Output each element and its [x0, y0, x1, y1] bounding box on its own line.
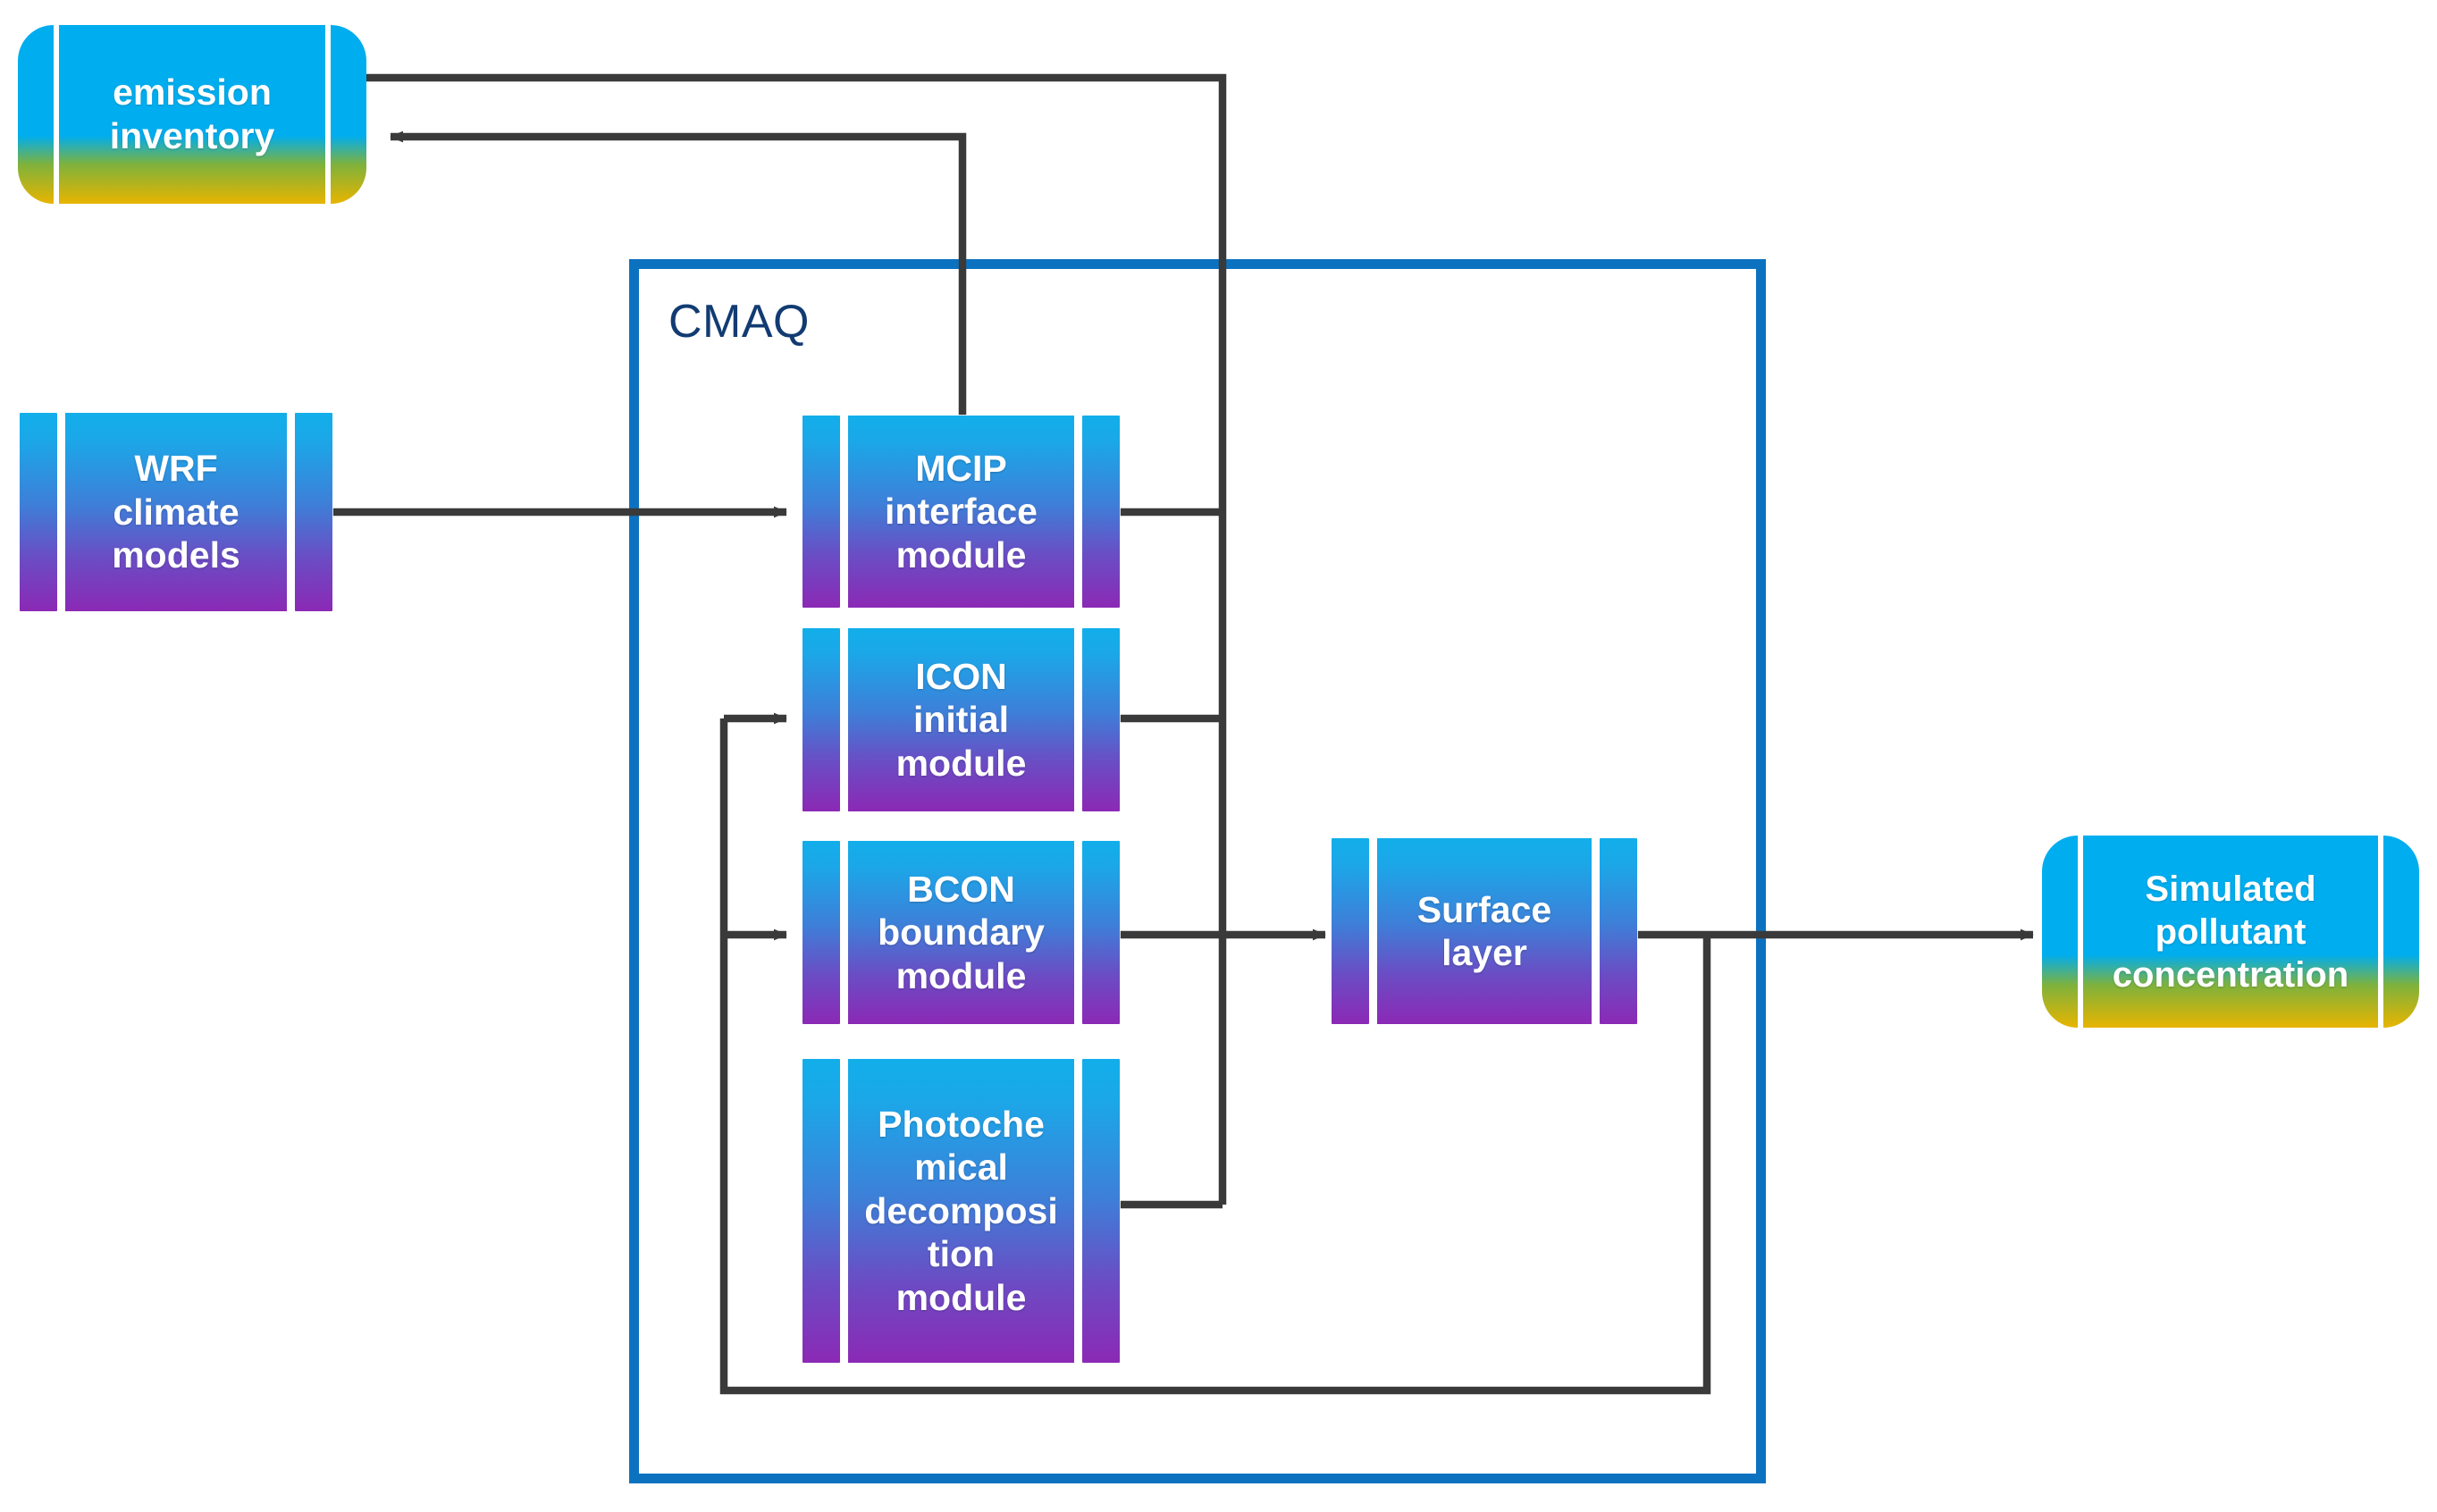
node-label-line: inventory	[109, 115, 275, 156]
module-gap-right	[1074, 628, 1082, 811]
node-label-line: climate	[113, 491, 239, 533]
module-bar-left	[20, 413, 57, 611]
cmaq-container-label: CMAQ	[668, 296, 810, 348]
node-photochemical-decomposition-module[interactable]: Photoche mical decomposi tion module	[803, 1059, 1120, 1363]
node-emission-inventory[interactable]: emission inventory	[18, 25, 366, 204]
module-bar-right	[1600, 838, 1637, 1024]
module-bar-right	[1082, 1059, 1120, 1363]
module-gap-right	[1074, 841, 1082, 1024]
module-bar-left	[1332, 838, 1369, 1024]
node-icon-initial-module-label: ICON initial module	[848, 628, 1074, 811]
node-label-line: mical	[914, 1147, 1008, 1189]
node-bcon-boundary-module-label: BCON boundary module	[848, 841, 1074, 1024]
node-label-line: tion	[927, 1233, 996, 1275]
node-label-line: module	[895, 533, 1027, 575]
module-gap-right	[287, 413, 295, 611]
node-simulated-pollutant-concentration-label: Simulated pollutant concentration	[2083, 836, 2378, 1028]
module-gap-left	[840, 628, 848, 811]
node-label-line: module	[895, 742, 1027, 784]
module-gap-left	[1369, 838, 1377, 1024]
module-bar-left	[803, 1059, 840, 1363]
node-icon-initial-module[interactable]: ICON initial module	[803, 628, 1120, 811]
node-label-line: WRF	[134, 448, 218, 490]
node-surface-layer-label: Surface layer	[1377, 838, 1592, 1024]
module-gap-right	[1074, 416, 1082, 608]
node-label-line: concentration	[2112, 954, 2349, 995]
cylinder-gap-left	[2078, 836, 2083, 1028]
node-label-line: layer	[1441, 932, 1527, 973]
node-label-line: boundary	[878, 911, 1045, 953]
node-mcip-interface-module[interactable]: MCIP interface module	[803, 416, 1120, 608]
node-label-line: models	[112, 534, 240, 576]
node-label-line: Photoche	[878, 1104, 1045, 1146]
module-bar-right	[1082, 416, 1120, 608]
node-label-line: Surface	[1416, 888, 1552, 930]
node-label-line: interface	[885, 491, 1038, 533]
module-bar-right	[1082, 628, 1120, 811]
module-gap-right	[1592, 838, 1600, 1024]
cylinder-cap-left	[18, 25, 54, 204]
cylinder-cap-right	[331, 25, 366, 204]
cylinder-cap-right	[2383, 836, 2419, 1028]
module-bar-right	[295, 413, 332, 611]
node-surface-layer[interactable]: Surface layer	[1332, 838, 1637, 1024]
node-label-line: pollutant	[2155, 911, 2307, 952]
module-bar-left	[803, 628, 840, 811]
node-simulated-pollutant-concentration[interactable]: Simulated pollutant concentration	[2042, 836, 2419, 1028]
module-gap-right	[1074, 1059, 1082, 1363]
cylinder-gap-left	[54, 25, 59, 204]
node-wrf-climate-models[interactable]: WRF climate models	[20, 413, 332, 611]
module-bar-left	[803, 416, 840, 608]
cylinder-gap-right	[325, 25, 331, 204]
module-gap-left	[57, 413, 65, 611]
node-mcip-interface-module-label: MCIP interface module	[848, 416, 1074, 608]
node-emission-inventory-label: emission inventory	[59, 25, 325, 204]
node-label-line: emission	[113, 71, 272, 113]
node-label-line: decomposi	[864, 1189, 1058, 1231]
module-gap-left	[840, 841, 848, 1024]
node-label-line: module	[895, 1276, 1027, 1318]
node-label-line: Simulated	[2145, 869, 2316, 909]
module-bar-left	[803, 841, 840, 1024]
module-bar-right	[1082, 841, 1120, 1024]
cylinder-cap-left	[2042, 836, 2078, 1028]
cylinder-gap-right	[2378, 836, 2383, 1028]
node-label-line: BCON	[907, 868, 1015, 910]
node-label-line: initial	[912, 699, 1010, 741]
node-photochemical-decomposition-module-label: Photoche mical decomposi tion module	[848, 1059, 1074, 1363]
node-label-line: MCIP	[915, 447, 1007, 489]
node-wrf-climate-models-label: WRF climate models	[65, 413, 287, 611]
module-gap-left	[840, 416, 848, 608]
node-label-line: module	[895, 954, 1027, 996]
node-bcon-boundary-module[interactable]: BCON boundary module	[803, 841, 1120, 1024]
node-label-line: ICON	[915, 655, 1007, 697]
module-gap-left	[840, 1059, 848, 1363]
